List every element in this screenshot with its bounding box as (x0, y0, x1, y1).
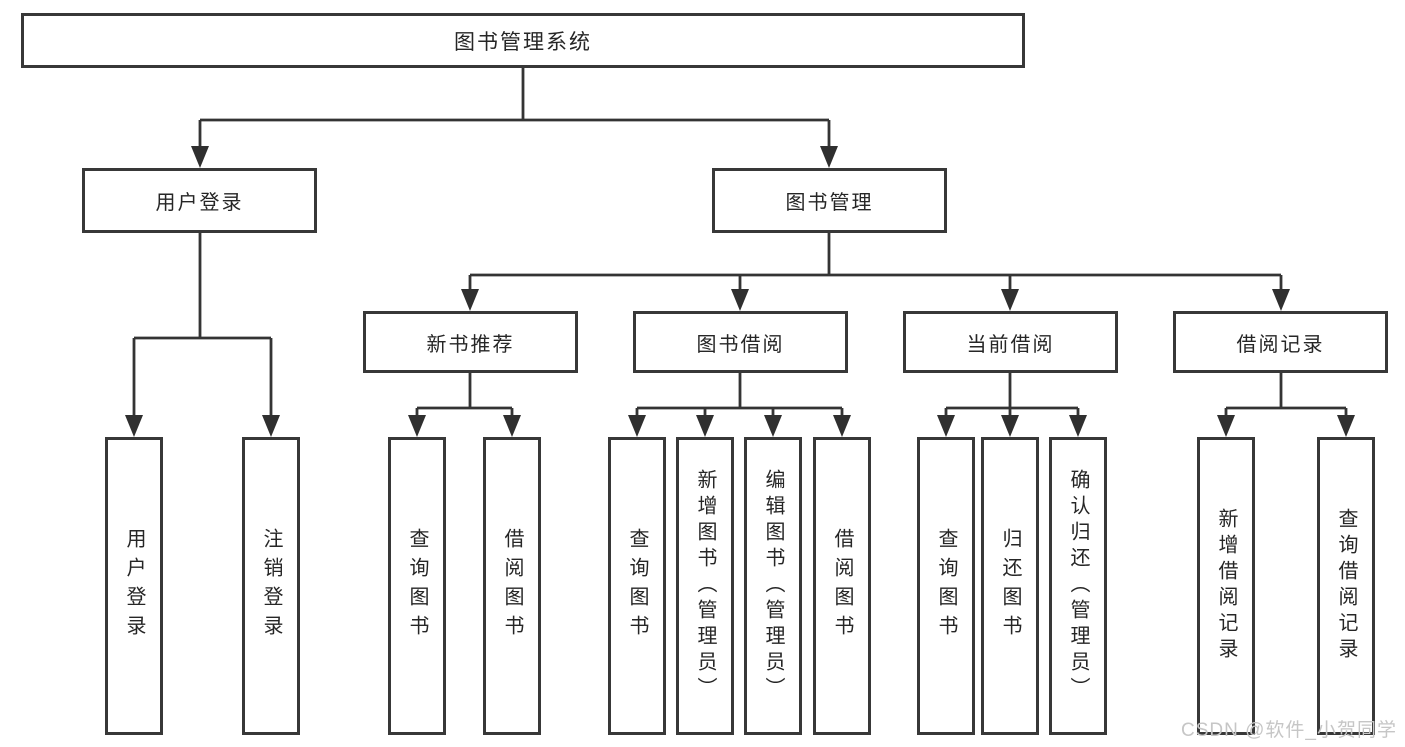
node-label: 查询图书 (626, 528, 648, 644)
node-label: 用户登录 (155, 192, 244, 214)
node-label: 编辑图书（管理员） (762, 469, 784, 703)
node-label: 借阅图书 (831, 528, 853, 644)
node-label: 当前借阅 (966, 333, 1055, 356)
leaf-query-borrow-record: 查询借阅记录 (1317, 437, 1375, 735)
node-label: 图书借阅 (696, 333, 785, 356)
node-label: 新增借阅记录 (1215, 508, 1237, 664)
connector-current-borrow-to-leaves (937, 373, 1087, 437)
node-label: 查询图书 (406, 528, 428, 644)
node-book-borrow: 图书借阅 (633, 311, 848, 373)
node-label: 借阅记录 (1236, 333, 1325, 356)
node-label: 归还图书 (999, 528, 1021, 644)
connector-root-to-level2 (191, 68, 838, 168)
leaf-user-login: 用户登录 (105, 437, 163, 735)
connector-borrow-record-to-leaves (1217, 373, 1355, 437)
node-current-borrow: 当前借阅 (903, 311, 1118, 373)
connector-book-borrow-to-leaves (628, 373, 851, 437)
node-label: 新增图书（管理员） (694, 469, 716, 703)
node-root-library-system: 图书管理系统 (21, 13, 1025, 68)
connector-new-book-to-leaves (408, 373, 521, 437)
leaf-add-borrow-record: 新增借阅记录 (1197, 437, 1255, 735)
node-new-book-recommend: 新书推荐 (363, 311, 578, 373)
node-label: 查询图书 (935, 528, 957, 644)
node-label: 注销登录 (260, 528, 282, 644)
leaf-query-book-borrow: 查询图书 (608, 437, 666, 735)
node-label: 用户登录 (123, 528, 145, 644)
node-label: 借阅图书 (501, 528, 523, 644)
leaf-add-book-admin: 新增图书（管理员） (676, 437, 734, 735)
node-user-login: 用户登录 (82, 168, 317, 233)
leaf-logout-login: 注销登录 (242, 437, 300, 735)
leaf-edit-book-admin: 编辑图书（管理员） (744, 437, 802, 735)
leaf-return-book: 归还图书 (981, 437, 1039, 735)
node-label: 新书推荐 (426, 333, 515, 356)
leaf-borrow-book: 借阅图书 (813, 437, 871, 735)
leaf-confirm-return-admin: 确认归还（管理员） (1049, 437, 1107, 735)
node-label: 查询借阅记录 (1335, 508, 1357, 664)
connector-user-login-to-leaves (125, 233, 280, 437)
node-borrow-record: 借阅记录 (1173, 311, 1388, 373)
node-book-management: 图书管理 (712, 168, 947, 233)
node-label: 图书管理 (785, 192, 874, 214)
leaf-query-book-current: 查询图书 (917, 437, 975, 735)
node-label: 图书管理系统 (454, 30, 592, 54)
csdn-watermark: CSDN @软件_小贺同学 (1181, 720, 1397, 741)
connector-book-management-to-level3 (461, 233, 1290, 311)
leaf-query-book-recommend: 查询图书 (388, 437, 446, 735)
node-label: 确认归还（管理员） (1067, 469, 1089, 703)
leaf-borrow-book-recommend: 借阅图书 (483, 437, 541, 735)
